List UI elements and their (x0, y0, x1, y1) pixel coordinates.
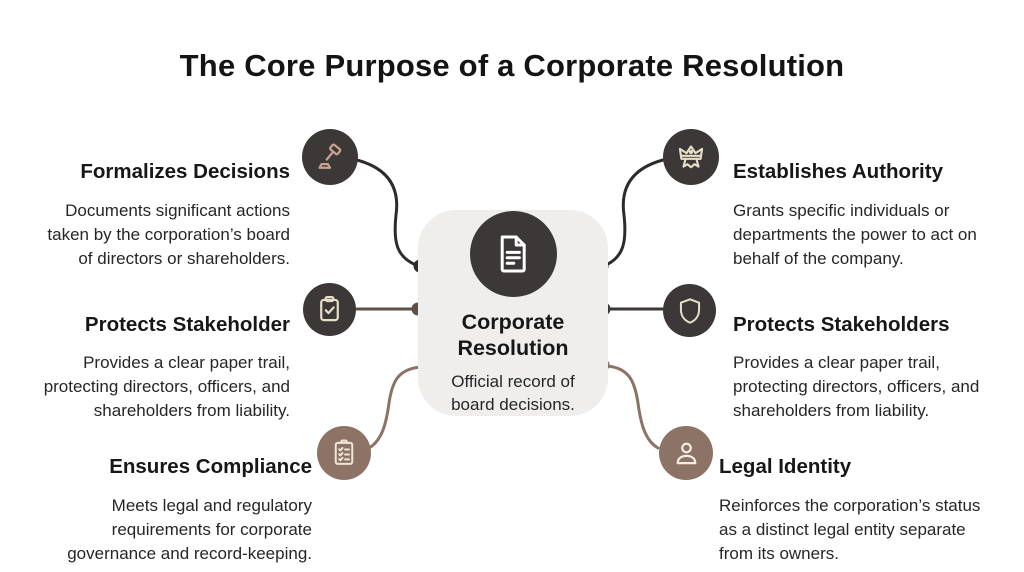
node-body-formalizes-decisions: Documents significant actions taken by t… (47, 201, 290, 268)
center-title: Corporate Resolution (457, 310, 569, 360)
center-subtitle: Official record of board decisions. (451, 372, 575, 414)
node-heading-legal-identity: Legal Identity (719, 455, 852, 478)
node-heading-protects-stakeholders: Protects Stakeholders (733, 313, 950, 336)
node-body-legal-identity: Reinforces the corporation’s status as a… (719, 496, 981, 563)
node-heading-establishes-authority: Establishes Authority (733, 160, 943, 183)
node-body-establishes-authority: Grants specific individuals or departmen… (733, 201, 977, 268)
clipboard-check-icon (303, 283, 356, 336)
node-body-protects-stakeholder: Provides a clear paper trail, protecting… (43, 353, 290, 420)
node-heading-protects-stakeholder: Protects Stakeholder (84, 313, 290, 336)
document-icon (469, 211, 557, 297)
node-heading-formalizes-decisions: Formalizes Decisions (80, 160, 290, 183)
node-body-ensures-compliance: Meets legal and regulatory requirements … (67, 496, 312, 563)
connector-formalizes (355, 158, 418, 267)
clipboard-list-icon (317, 426, 371, 480)
gavel-icon (302, 129, 358, 185)
page-title: The Core Purpose of a Corporate Resoluti… (179, 48, 845, 83)
connector-identity (605, 364, 660, 450)
crown-icon (663, 129, 719, 185)
connector-compliance (367, 365, 423, 450)
shield-icon (663, 284, 716, 337)
person-icon (659, 426, 713, 480)
connector-authority (604, 158, 665, 267)
center-node-corporate-resolution: Corporate Resolution Official record of … (418, 210, 608, 416)
node-body-protects-stakeholders: Provides a clear paper trail, protecting… (733, 353, 980, 420)
node-heading-ensures-compliance: Ensures Compliance (109, 455, 312, 478)
